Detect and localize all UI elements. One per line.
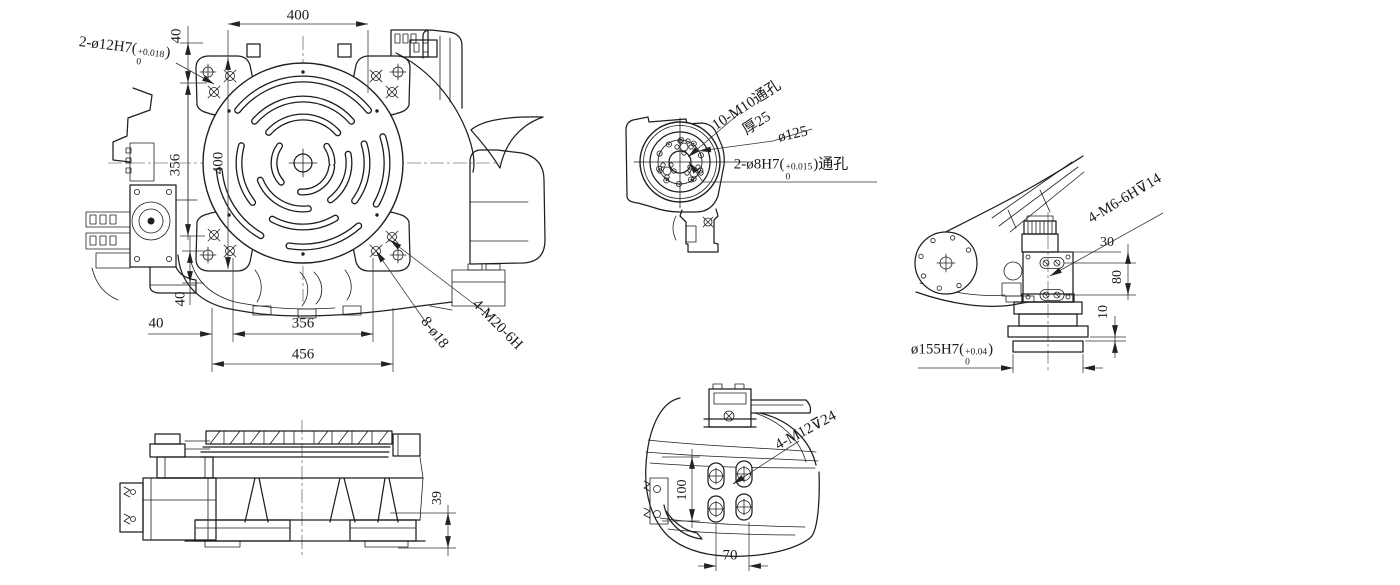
motor [1021,215,1059,253]
dim-horizontal-spacing: 70 [722,547,738,564]
flange-bolt-holes [656,136,704,187]
bolt-bosses [707,460,753,523]
underside-view [643,383,820,571]
arm-side-view [914,155,1164,373]
label-text: 2-ø8H7( [733,156,785,173]
flange-hole-cluster [674,138,694,156]
base-cylinder [1007,293,1089,353]
flange-view-leaders [687,111,877,183]
arm-view-dimensions [918,212,1164,373]
label-text: )通孔 [813,156,849,173]
front-view-dimensions [148,21,492,372]
arc-slot-pattern [215,70,391,256]
dim-plate-width: 456 [291,346,315,363]
dim-vertical-spacing: 100 [675,479,690,501]
flange-bracket [672,208,719,253]
front-right-machinery [390,29,546,307]
dim-bottom-offset: 40 [148,315,164,332]
base-profile-view [119,420,456,558]
dim-bottom-edge-offset: 40 [172,291,189,307]
dim-left-height: 356 [167,153,184,177]
dim-foot-height: 39 [430,491,445,505]
upper-arm [915,155,1085,307]
label-text: ) [988,341,994,358]
front-view [85,21,546,372]
dim-hole-spacing: 80 [1110,270,1125,284]
underside-dimensions [662,440,800,571]
base-profile-dimensions [390,505,456,556]
toothed-band [199,430,421,458]
flange-view [625,111,877,253]
flange-hole-cluster [657,162,677,180]
underside-body [643,383,820,557]
dim-hole-offset: 30 [1100,235,1114,250]
front-bottom-casting [177,254,453,319]
dim-spigot-depth: 10 [1096,305,1111,319]
front-left-machinery [85,87,198,301]
shoulder-joint [914,231,978,295]
base-body [119,433,426,548]
label-text: ø155H7( [910,341,965,358]
dim-plate-height: 400 [210,151,227,175]
dim-top-edge-offset: 40 [168,28,185,44]
dim-top-width: 400 [286,7,310,24]
dim-bolt-span: 356 [291,315,315,332]
